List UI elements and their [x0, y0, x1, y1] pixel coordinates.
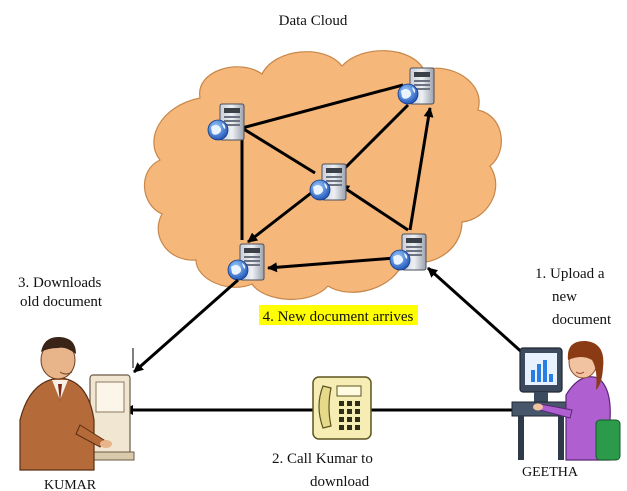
label-upload-line3: document: [552, 312, 612, 328]
cloud-title: Data Cloud: [279, 13, 348, 29]
woman-at-computer-icon: [511, 340, 621, 461]
label-downloads-line2: old document: [20, 294, 103, 310]
label-upload-line2: new: [552, 289, 577, 305]
label-upload-line1: 1. Upload a: [535, 266, 605, 282]
label-call-line1: 2. Call Kumar to: [272, 451, 373, 467]
label-downloads-line1: 3. Downloads: [18, 275, 101, 291]
telephone-icon: [312, 376, 372, 440]
label-geetha: GEETHA: [522, 465, 579, 480]
label-call-line2: download: [310, 474, 370, 490]
man-at-computer-icon: [19, 336, 135, 471]
label-new-document-arrives: 4. New document arrives: [263, 309, 414, 325]
arrives-highlight: [259, 305, 418, 325]
label-kumar: KUMAR: [44, 478, 97, 491]
server-connections: [240, 83, 434, 273]
